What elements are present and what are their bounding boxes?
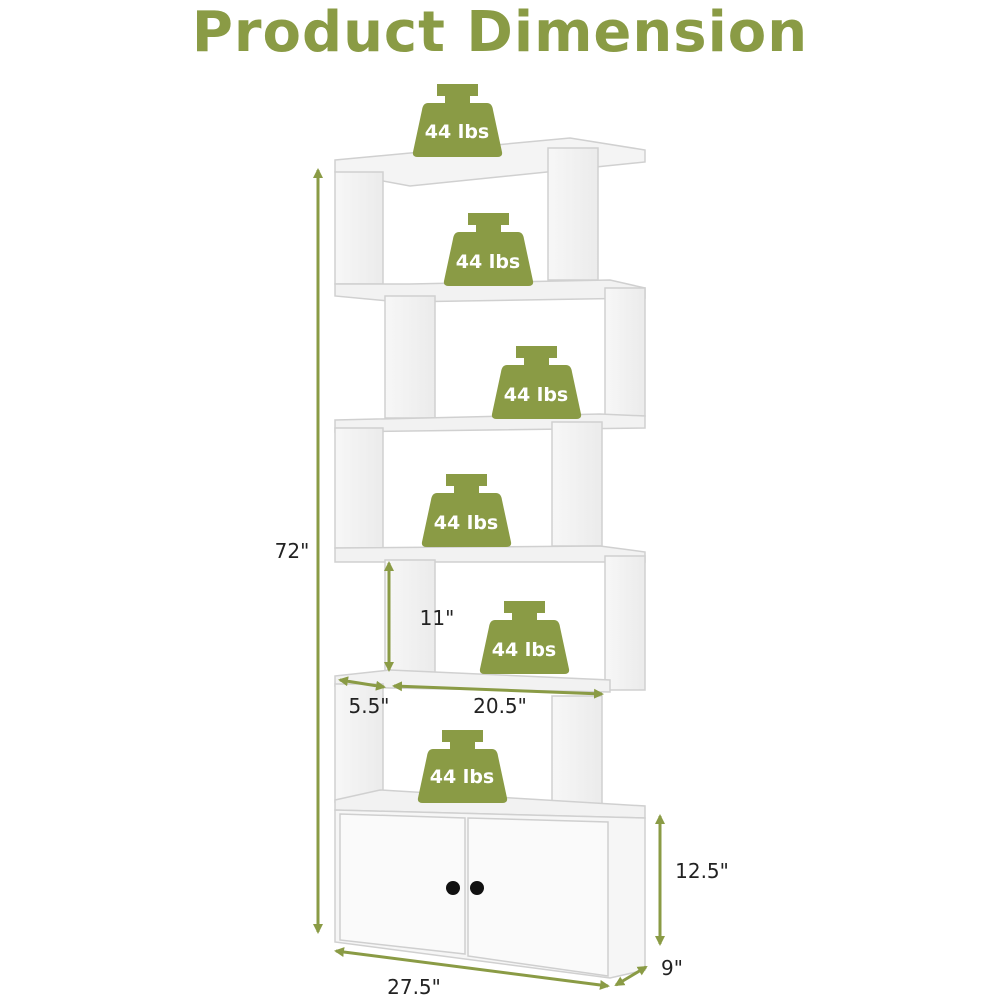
depth-small-label: 5.5" <box>348 694 389 718</box>
weight-icon: 44 lbs <box>417 730 508 803</box>
weight-label: 44 lbs <box>492 639 556 661</box>
weight-label: 44 lbs <box>434 512 498 534</box>
door-knob-icon <box>446 881 460 895</box>
weight-icon: 44 lbs <box>412 84 503 157</box>
height-label: 72" <box>275 539 310 563</box>
weight-label: 44 lbs <box>425 121 489 143</box>
depth-dimension-line <box>614 965 648 987</box>
weight-label: 44 lbs <box>504 384 568 406</box>
shelf-width-label: 20.5" <box>473 694 527 718</box>
bookshelf <box>334 137 646 979</box>
door-knob-icon <box>470 881 484 895</box>
weight-label: 44 lbs <box>456 251 520 273</box>
shelf-gap-label: 11" <box>420 606 455 630</box>
depth-label: 9" <box>661 956 683 980</box>
weight-icon: 44 lbs <box>479 601 570 674</box>
weight-icon: 44 lbs <box>443 213 534 286</box>
weight-icon: 44 lbs <box>491 346 582 419</box>
weight-icon: 44 lbs <box>421 474 512 547</box>
depth-small-dimension-line <box>338 676 386 691</box>
page-title: Product Dimension <box>191 0 809 65</box>
total-width-dimension-line <box>334 947 610 990</box>
shelf-width-dimension-line <box>392 681 604 699</box>
cabinet-height-label: 12.5" <box>675 859 729 883</box>
total-width-label: 27.5" <box>387 975 441 999</box>
weight-label: 44 lbs <box>430 766 494 788</box>
